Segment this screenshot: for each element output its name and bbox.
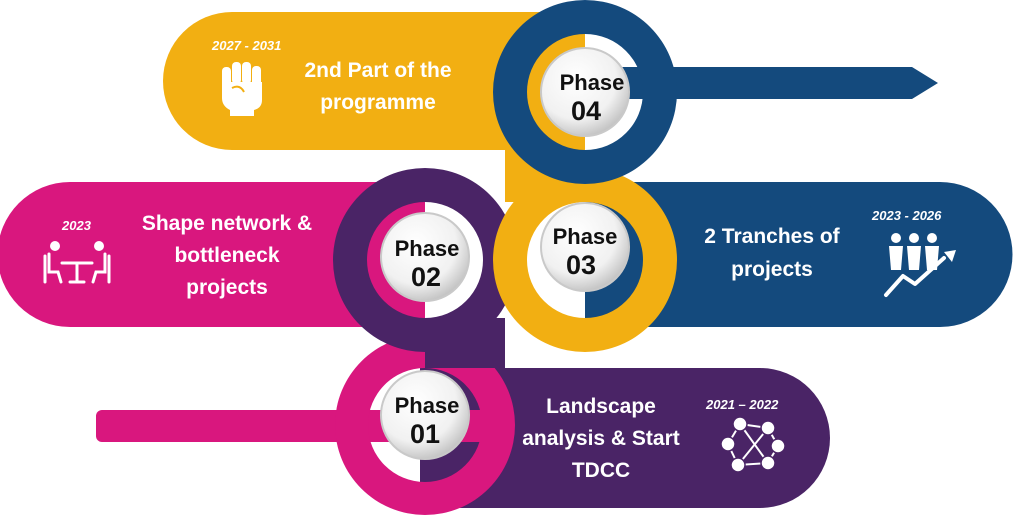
phase-01-title-line-3: TDCC (572, 459, 630, 482)
phase-02-number: 02 (411, 262, 441, 292)
phase-02-title-line-2: bottleneck (174, 244, 279, 267)
phase-02-ring (333, 168, 517, 352)
phase-03-number: 03 (566, 250, 596, 280)
phase-02-years: 2023 (61, 218, 92, 233)
phase-01-tail (96, 410, 426, 442)
phase-03-ring (493, 168, 677, 352)
phase-04-ring (493, 0, 677, 184)
phase-02-title-line-1: Shape network & (142, 212, 312, 235)
meeting-table-icon (43, 241, 111, 284)
phase-01-label: Phase (395, 393, 460, 418)
network-people-icon (720, 416, 786, 473)
phase-02-ring-bridge (425, 318, 505, 368)
phase-01-number: 01 (410, 419, 440, 449)
phase-01-title-line-2: analysis & Start (522, 427, 680, 450)
phase-02-label: Phase (395, 236, 460, 261)
phase-04-title-line-2: programme (320, 91, 436, 114)
phase-03-title-line-2: projects (731, 258, 813, 281)
group-growth-arrow-icon (884, 233, 956, 297)
phase-03-title-line-1: 2 Tranches of (704, 225, 840, 248)
phase-04-title-line-1: 2nd Part of the (304, 59, 451, 82)
phase-01-title-line-1: Landscape (546, 395, 656, 418)
phase-03-band (585, 182, 1013, 327)
phase-01-band (420, 368, 830, 508)
phase-02-band (0, 182, 425, 327)
phase-04-band (163, 12, 585, 150)
phase-01-disc: Phase 01 (380, 370, 470, 460)
phase-04-label: Phase (560, 70, 625, 95)
phase-04-number: 04 (571, 96, 601, 126)
phase-04-disc: Phase 04 (540, 47, 630, 137)
raised-fist-icon (222, 62, 262, 116)
phase-04-arrow (590, 67, 938, 99)
phase-02-title-line-3: projects (186, 276, 268, 299)
phase-03-years: 2023 - 2026 (871, 208, 942, 223)
phase-03-label: Phase (553, 224, 618, 249)
phase-01-years: 2021 – 2022 (705, 397, 779, 412)
phase-04-years: 2027 - 2031 (211, 38, 281, 53)
phase-01-ring (335, 335, 515, 515)
phase-03-disc: Phase 03 (540, 202, 630, 292)
phase-02-disc: Phase 02 (380, 212, 470, 302)
